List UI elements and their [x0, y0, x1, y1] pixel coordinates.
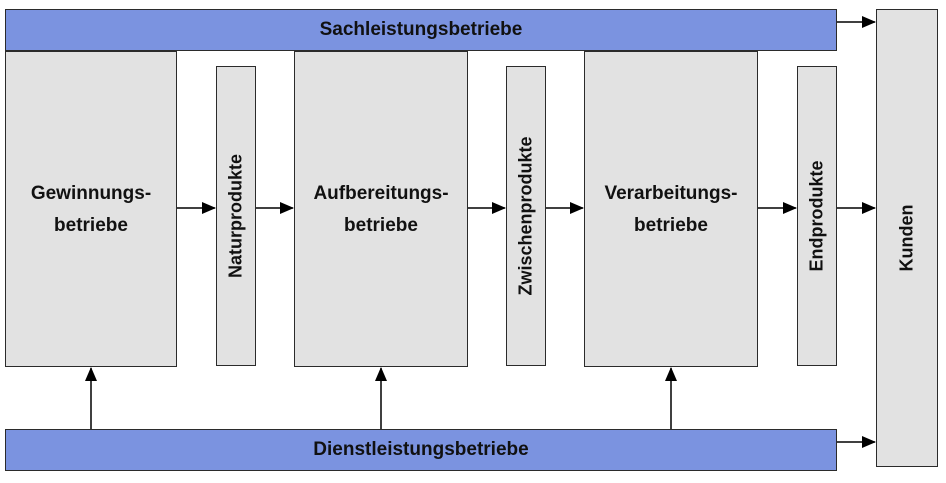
stage-label: Verarbeitungs- betriebe — [585, 178, 757, 242]
product-box-zwischenprodukte: Zwischenprodukte — [506, 66, 546, 366]
bottom-bar-dienstleistungsbetriebe: Dienstleistungsbetriebe — [5, 429, 837, 471]
stage-label-line2: betriebe — [54, 215, 128, 236]
stage-label-line1: Gewinnungs- — [30, 183, 152, 204]
stage-label-line1: Aufbereitungs- — [313, 183, 449, 204]
stage-box-verarbeitungsbetriebe: Verarbeitungs- betriebe — [584, 51, 758, 367]
stage-box-aufbereitungsbetriebe: Aufbereitungs- betriebe — [294, 51, 468, 367]
stage-label-line2: betriebe — [634, 215, 708, 236]
stage-label: Gewinnungs- betriebe — [6, 178, 176, 242]
product-box-endprodukte: Endprodukte — [797, 66, 837, 366]
stage-label: Aufbereitungs- betriebe — [295, 178, 467, 242]
top-bar-sachleistungsbetriebe: Sachleistungsbetriebe — [5, 9, 837, 51]
customers-box-kunden: Kunden — [876, 9, 938, 467]
product-box-naturprodukte: Naturprodukte — [216, 66, 256, 366]
stage-box-gewinnungsbetriebe: Gewinnungs- betriebe — [5, 51, 177, 367]
stage-label-line2: betriebe — [344, 215, 418, 236]
stage-label-line1: Verarbeitungs- — [604, 183, 738, 204]
top-bar-label: Sachleistungsbetriebe — [319, 19, 523, 40]
bottom-bar-label: Dienstleistungsbetriebe — [313, 439, 529, 460]
